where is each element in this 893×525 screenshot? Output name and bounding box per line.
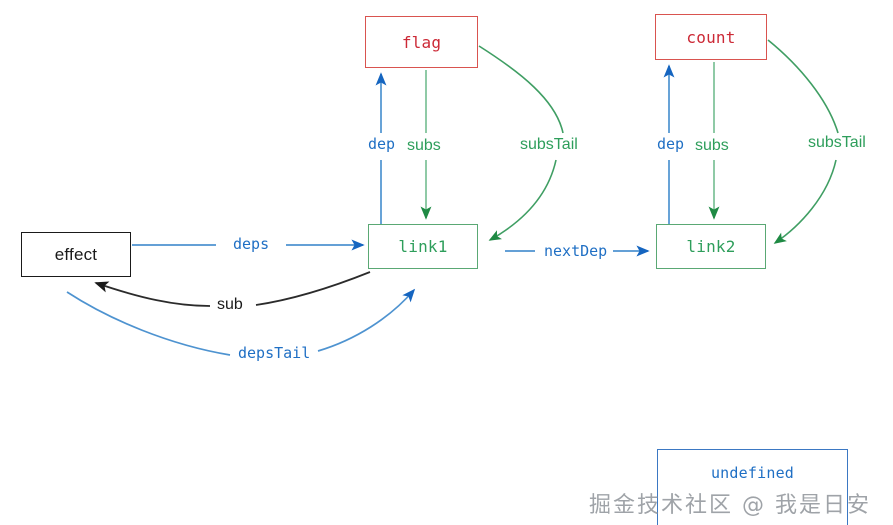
edge-depstail [66,288,416,356]
edge-label-dep-flag: dep [365,136,399,153]
node-flag-label: flag [401,32,442,52]
edge-substail-count [767,39,839,244]
edge-label-subs-flag: subs [404,137,444,155]
edge-label-sub: sub [214,296,246,314]
node-link2-label: link2 [686,237,736,256]
node-flag[interactable]: flag [365,16,478,68]
edge-substail-flag [478,45,564,241]
edge-label-dep-count: dep [654,136,688,153]
node-count[interactable]: count [655,14,767,60]
watermark-text: 掘金技术社区 @ 我是日安 [589,493,871,518]
edge-label-substail-count: subsTail [805,134,869,152]
node-effect-label: effect [54,244,98,264]
node-link1-label: link1 [398,237,448,256]
edge-label-nextdep: nextDep [541,243,611,260]
node-link2[interactable]: link2 [656,224,766,269]
edge-label-deps: deps [230,236,273,253]
edge-label-depstail: depsTail [235,345,314,362]
node-undefined[interactable]: undefined [657,449,848,525]
node-link1[interactable]: link1 [368,224,478,269]
node-undefined-label: undefined [710,464,795,482]
node-count-label: count [686,27,736,47]
edge-label-substail-flag: subsTail [517,136,581,154]
edge-sub [94,271,371,307]
edge-label-subs-count: subs [692,137,732,155]
node-effect[interactable]: effect [21,232,131,277]
